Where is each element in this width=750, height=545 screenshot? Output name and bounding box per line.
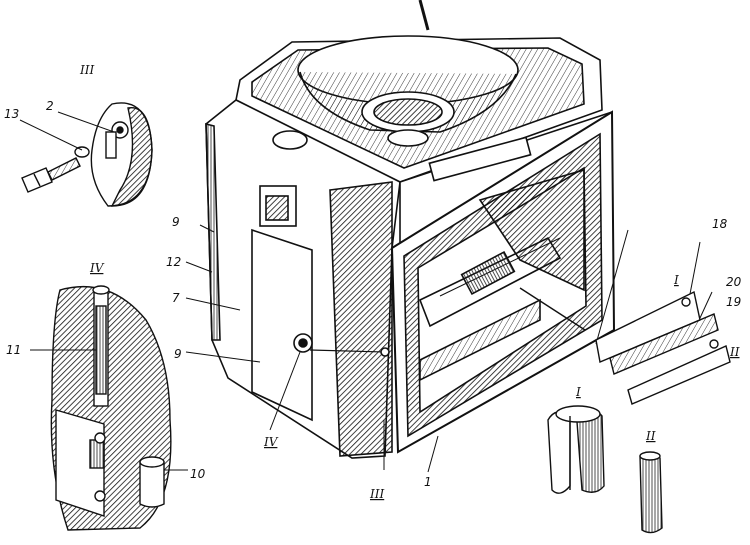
callout-13: 13	[4, 107, 19, 121]
profile-view-ii	[639, 451, 663, 534]
view-title-iv: IV	[89, 261, 105, 275]
callout-9-bottom: 9	[174, 347, 182, 361]
view-ref-iii: III	[369, 487, 384, 501]
callout-20: 20	[726, 275, 742, 289]
callout-2: 2	[46, 99, 54, 113]
leader-lines	[185, 224, 629, 473]
callout-11: 11	[6, 343, 21, 357]
detail-view-iv	[30, 285, 188, 531]
view-title-iii: III	[79, 63, 94, 77]
callout-labels: 13 2 9 12 7 9 11 10 1 18 20 19	[4, 99, 742, 489]
view-ref-iv: IV	[263, 435, 279, 449]
view-ref-i: I	[673, 273, 679, 287]
callout-19: 19	[726, 295, 741, 309]
callout-18: 18	[712, 217, 728, 231]
strip-parts	[595, 241, 731, 405]
view-title-ii: II	[645, 429, 656, 443]
callout-12: 12	[166, 255, 181, 269]
view-reference-labels: III IV IV III I II I II	[79, 63, 740, 501]
callout-9-top: 9	[172, 215, 180, 229]
callout-10: 10	[190, 467, 206, 481]
callout-7: 7	[172, 291, 180, 305]
detail-view-iii	[19, 102, 153, 207]
view-ref-ii: II	[729, 345, 740, 359]
callout-1: 1	[424, 475, 432, 489]
view-title-i: I	[575, 385, 581, 399]
profile-view-i	[547, 405, 605, 494]
main-housing	[205, 0, 616, 459]
